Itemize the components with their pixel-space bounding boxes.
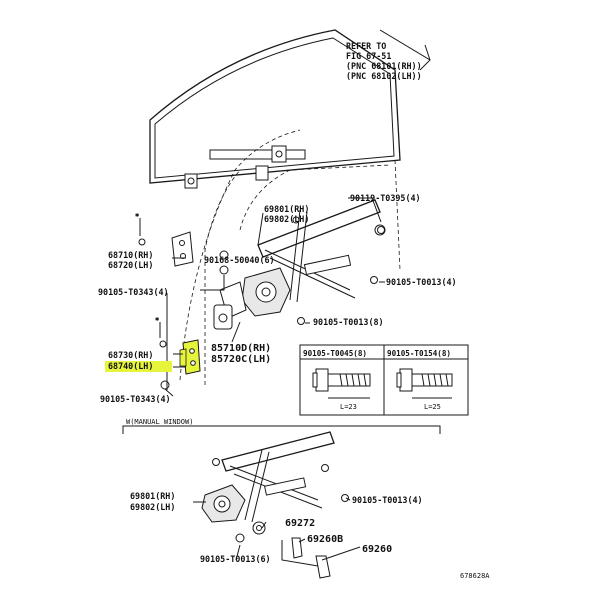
label-85720c: 85720C(LH) (211, 354, 271, 365)
label-90119-t0395: 90119-T0395(4) (350, 193, 421, 203)
bolts-upper (219, 226, 385, 325)
door-glass (149, 29, 401, 184)
manual-window-regulator (201, 431, 349, 543)
leader-lines-lower (193, 497, 361, 561)
label-90105-t0013-d: 90105-T0013(6) (200, 554, 271, 564)
label-68740-highlight (105, 361, 172, 372)
bolt-icon-t0045 (312, 368, 371, 399)
label-68730: 68730(RH) (108, 350, 153, 360)
table-length-t0045: L=23 (340, 403, 357, 411)
door-outline (179, 29, 431, 385)
refer-note: REFER TO FIG 67-51 (PNC 68101(RH)) (PNC … (346, 41, 422, 81)
refer-note-line2: FIG 67-51 (346, 51, 391, 61)
table-header-t0045: 90105-T0045(8) (303, 349, 367, 358)
manual-window-bracket (122, 425, 441, 434)
svg-text:✱: ✱ (135, 211, 140, 219)
label-90105-t0343-a: 90105-T0343(4) (98, 287, 169, 297)
label-90105-t0343-b: 90105-T0343(4) (100, 394, 171, 404)
label-manual-window: W(MANUAL WINDOW) (126, 418, 193, 426)
svg-text:✱: ✱ (155, 315, 160, 323)
label-90105-t0013-a: 90105-T0013(4) (386, 277, 457, 287)
label-69801-top: 69801(RH) (264, 204, 309, 214)
table-length-t0154: L=25 (424, 403, 441, 411)
label-90168-50040: 90168-50040(6) (204, 255, 275, 265)
label-90105-t0013-b: 90105-T0013(8) (313, 317, 384, 327)
table-header-t0154: 90105-T0154(8) (387, 349, 451, 358)
window-crank-handle (252, 521, 331, 579)
window-motor-upper (213, 267, 291, 330)
label-69272: 69272 (285, 518, 315, 529)
label-69801-bottom: 69801(RH) (130, 491, 175, 501)
leader-lines-upper (164, 197, 385, 397)
label-68710: 68710(RH) (108, 250, 153, 260)
glass-run-lower-highlighted: ✱ (155, 315, 201, 390)
refer-note-line3: (PNC 68101(RH)) (346, 61, 422, 71)
refer-note-line4: (PNC 68102(LH)) (346, 71, 422, 81)
refer-note-line1: REFER TO (346, 41, 386, 51)
label-69802-top: 69802(LH) (264, 214, 309, 224)
label-90105-t0013-c: 90105-T0013(4) (352, 495, 423, 505)
label-85710d: 85710D(RH) (211, 343, 271, 354)
label-69802-bottom: 69802(LH) (130, 502, 175, 512)
label-69260b: 69260B (307, 534, 343, 545)
glass-channel (184, 145, 306, 189)
bolt-icon-t0154 (396, 368, 453, 399)
label-68720: 68720(LH) (108, 260, 153, 270)
fastener-table (299, 344, 469, 416)
figure-id: 678628A (460, 572, 490, 580)
label-69260: 69260 (362, 544, 392, 555)
label-68740: 68740(LH) (108, 361, 153, 371)
